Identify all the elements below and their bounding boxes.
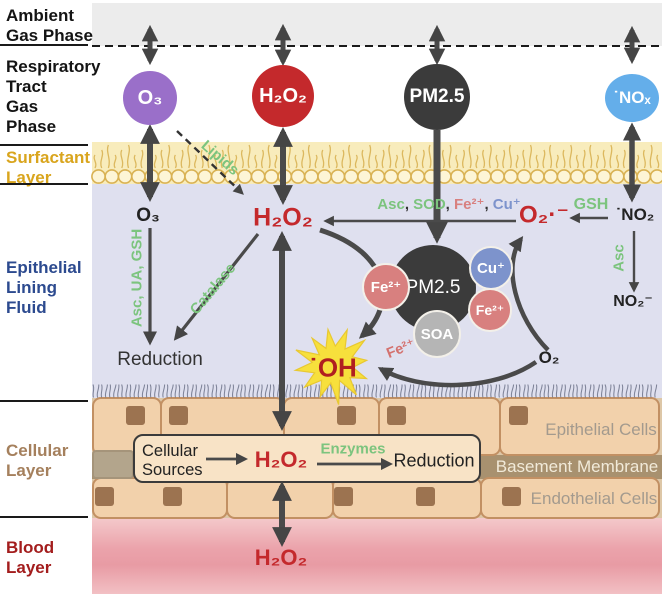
endothelial-cell [332,477,482,519]
no2-anion-label: NO₂⁻ [613,293,653,310]
molecule-h2o2-gas: H₂O₂ [252,65,314,127]
o2-label: O₂ [538,348,560,367]
particle-label: PM2.5 [405,277,461,298]
scavenger-cu: Cu⁺ [492,196,521,213]
separator: , [445,196,455,213]
endothelial-cell [226,477,334,519]
label-blood-layer: Blood Layer [6,538,55,578]
fe2-ion-right: Fe²⁺ [468,288,512,332]
blood-h2o2-label: H₂O₂ [254,545,308,570]
endothelial-cells-label: Endothelial Cells [530,489,658,508]
superoxide-label: O₂·⁻ [519,201,569,229]
box-reduction-label: Reduction [393,450,475,471]
scavenger-sod: SOD [413,196,446,213]
separator: , [484,196,493,213]
cu-ion: Cu⁺ [469,246,513,290]
cell-nucleus [502,487,521,506]
cell-nucleus [416,487,435,506]
layer-divider [0,516,88,519]
molecule-o3-gas: O₃ [123,71,177,125]
ambient-gas-band [92,3,662,46]
separator: , [404,196,414,213]
cell-nucleus [163,487,182,506]
label-ambient-gas-phase: Ambient Gas Phase [6,6,93,46]
cell-nucleus [95,487,114,506]
molecule-pm25-gas: PM2.5 [404,64,470,130]
ion-label: Fe²⁺ [370,279,402,296]
ion-label: Fe²⁺ [475,301,505,318]
scavenger-asc: Asc [377,196,405,213]
reduction-label: Reduction [117,349,203,370]
oh-radical-label: ˙OH [309,352,357,383]
surfactant-band [92,142,662,184]
label-cellular-layer: Cellular Layer [6,441,69,481]
no2-radical-label: ˙NO₂ [615,205,655,224]
enzymes-label: Enzymes [320,440,386,458]
soa-particle: SOA [413,310,461,358]
label-surfactant-layer: Surfactant Layer [6,148,91,188]
box-h2o2-label: H₂O₂ [254,447,308,472]
blood-band [92,518,662,594]
label-respiratory-tract-gas-phase: Respiratory Tract Gas Phase [6,57,101,137]
cellular-sources-label: Cellular Sources [142,442,203,479]
elf-o3-label: O₃ [136,205,160,226]
particle-label: SOA [420,325,454,343]
cell-nucleus [169,406,188,425]
cell-nucleus [509,406,528,425]
cellular-sources-box [133,434,481,483]
scavengers-label: Asc, SOD, Fe²⁺, Cu⁺ [377,195,520,213]
molecule-label: H₂O₂ [259,84,307,107]
asc-ua-gsh-label: Asc, UA, GSH [128,228,146,328]
layer-divider [0,144,88,147]
molecule-label: O₃ [137,86,163,109]
asc-label: Asc [610,244,628,272]
layer-divider [0,183,88,186]
ion-label: Cu⁺ [477,260,505,277]
epithelial-cells-label: Epithelial Cells [545,420,657,439]
cell-nucleus [387,406,406,425]
interstitial-cell [92,450,134,479]
cell-nucleus [337,406,356,425]
scavenger-fe2: Fe²⁺ [454,196,485,213]
label-epithelial-lining-fluid: Epithelial Lining Fluid [6,258,82,318]
elf-h2o2-label: H₂O₂ [253,203,313,232]
molecule-nox-gas: ˙NOₓ [605,74,659,122]
basement-membrane-label: Basement Membrane [495,457,659,476]
molecule-label: ˙NOₓ [613,88,651,107]
gsh-label: GSH [573,196,609,213]
cell-nucleus [334,487,353,506]
layer-divider [0,44,88,47]
layer-divider [0,400,88,403]
fe2-ion-left: Fe²⁺ [362,263,410,311]
molecule-label: PM2.5 [409,86,465,107]
cell-nucleus [126,406,145,425]
